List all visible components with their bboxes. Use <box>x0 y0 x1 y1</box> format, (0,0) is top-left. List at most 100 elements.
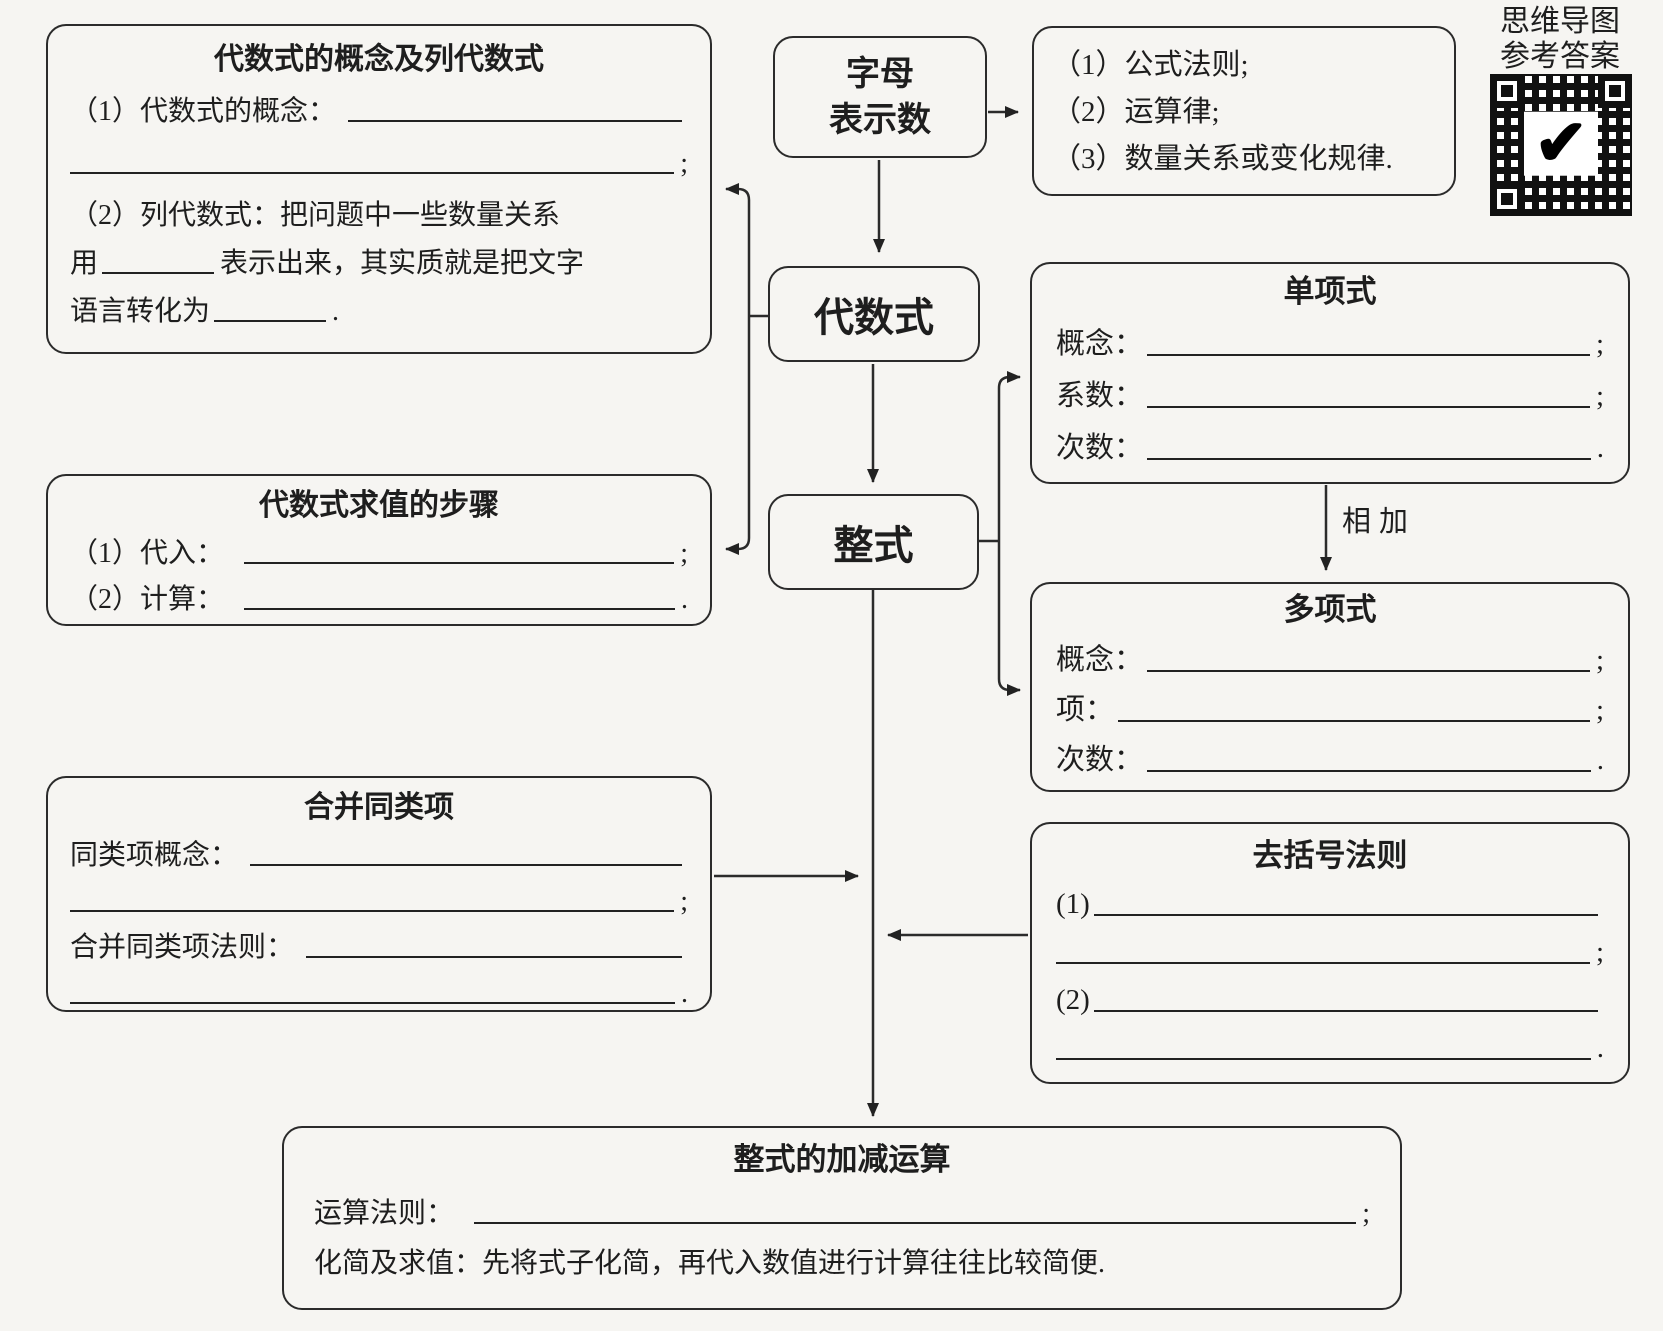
polynomial-row-terms: 项： ; <box>1056 680 1604 730</box>
algebraic-node-label: 代数式 <box>814 296 934 340</box>
eval-line-substitute-punct: ; <box>680 537 688 569</box>
monomial-row-concept-punct: ; <box>1595 328 1604 361</box>
qr-caption-line2: 参考答案 <box>1500 40 1620 73</box>
fill-in-blank <box>1093 1010 1598 1012</box>
monomial-row-degree-label: 次数： <box>1056 432 1144 465</box>
addsub-line-rules: 运算法则： ; <box>314 1180 1370 1232</box>
brackets-line-1: (1) <box>1056 876 1604 924</box>
arrow-integral-to-monomial <box>997 371 1021 541</box>
combine-line-3: 合并同类项法则： <box>70 920 688 966</box>
brackets-box: 去括号法则 (1) ; (2) . <box>1030 822 1630 1084</box>
fill-in-blank <box>1056 962 1590 964</box>
eval-line-substitute-label: （1）代入： <box>70 537 225 569</box>
polynomial-row-degree-punct: . <box>1596 744 1604 777</box>
addsub-box: 整式的加减运算 运算法则： ; 化简及求值：先将式子化简，再代入数值进行计算往往… <box>282 1126 1402 1310</box>
brackets-line-2: ; <box>1056 924 1604 972</box>
monomial-row-coefficient-punct: ; <box>1595 380 1604 413</box>
rules-item-2: （2）运算律; <box>1052 96 1220 128</box>
concept-box: 代数式的概念及列代数式 （1）代数式的概念： ; （2）列代数式：把问题中一些数… <box>46 24 712 354</box>
fill-in-blank <box>348 120 682 122</box>
concept-line-4: 用 表示出来，其实质就是把文字 <box>70 234 688 282</box>
concept-line-3: （2）列代数式：把问题中一些数量关系 <box>70 182 688 234</box>
concept-box-title: 代数式的概念及列代数式 <box>214 43 544 76</box>
qr-finder-icon <box>1490 182 1524 216</box>
arrow-algebraic-to-eval <box>725 316 751 555</box>
qr-caption: 思维导图 参考答案 <box>1462 4 1658 74</box>
eval-box-title: 代数式求值的步骤 <box>259 489 499 522</box>
polynomial-row-terms-punct: ; <box>1595 694 1604 727</box>
concept-line-5-prefix: 语言转化为 <box>70 295 211 327</box>
brackets-line-3-label: (2) <box>1056 984 1090 1017</box>
brackets-line-3: (2) <box>1056 972 1604 1020</box>
combine-line-3-label: 合并同类项法则： <box>70 931 295 963</box>
fill-in-blank <box>1147 458 1591 460</box>
polynomial-row-terms-label: 项： <box>1056 694 1115 727</box>
eval-line-calculate-label: （2）计算： <box>70 583 225 615</box>
polynomial-box-title: 多项式 <box>1283 592 1377 627</box>
eval-line-calculate: （2）计算： . <box>70 572 688 618</box>
fill-in-blank <box>244 608 675 610</box>
brackets-line-2-punct: ; <box>1595 936 1604 969</box>
concept-line-2: ; <box>70 130 688 182</box>
monomial-row-concept-label: 概念： <box>1056 328 1144 361</box>
rules-item-3: （3）数量关系或变化规律. <box>1052 143 1393 175</box>
fill-in-blank <box>1118 720 1590 722</box>
monomial-row-degree: 次数： . <box>1056 416 1604 468</box>
concept-line-5-punct: . <box>332 295 340 327</box>
fill-in-blank <box>1147 670 1590 672</box>
addsub-box-title: 整式的加减运算 <box>733 1142 951 1177</box>
qr-code: ✔ <box>1490 74 1632 216</box>
monomial-row-degree-punct: . <box>1596 432 1604 465</box>
combine-line-4-punct: . <box>681 977 688 1009</box>
eval-line-substitute: （1）代入： ; <box>70 526 688 572</box>
addsub-line-simplify: 化简及求值：先将式子化简，再代入数值进行计算往往比较简便. <box>314 1232 1370 1282</box>
polynomial-row-concept-label: 概念： <box>1056 644 1144 677</box>
edge-label-addition: 相加 <box>1342 506 1417 538</box>
brackets-line-4-punct: . <box>1596 1032 1604 1065</box>
concept-line-1: （1）代数式的概念： <box>70 80 688 130</box>
concept-line-4-suffix: 表示出来，其实质就是把文字 <box>220 247 585 279</box>
addsub-line-simplify-text: 化简及求值：先将式子化简，再代入数值进行计算往往比较简便. <box>314 1247 1106 1279</box>
fill-in-blank <box>244 562 675 564</box>
letters-node: 字母 表示数 <box>773 36 987 158</box>
polynomial-box: 多项式 概念： ; 项： ; 次数： . <box>1030 582 1630 792</box>
fill-in-blank <box>214 320 327 322</box>
brackets-line-4: . <box>1056 1020 1604 1068</box>
addsub-line-rules-punct: ; <box>1362 1197 1370 1229</box>
qr-caption-line1: 思维导图 <box>1500 5 1620 38</box>
algebraic-node: 代数式 <box>768 266 980 362</box>
polynomial-row-concept-punct: ; <box>1595 644 1604 677</box>
fill-in-blank <box>1147 406 1590 408</box>
polynomial-row-degree-label: 次数： <box>1056 744 1144 777</box>
combine-line-2-punct: ; <box>680 885 688 917</box>
concept-line-1-text: （1）代数式的概念： <box>70 95 337 127</box>
combine-line-4: . <box>70 966 688 1012</box>
qr-finder-icon <box>1490 74 1524 108</box>
fill-in-blank <box>1093 914 1598 916</box>
fill-in-blank <box>70 172 675 174</box>
fill-in-blank <box>1056 1058 1591 1060</box>
arrow-integral-to-polynomial <box>997 541 1021 696</box>
fill-in-blank <box>474 1222 1357 1224</box>
combine-line-1: 同类项概念： <box>70 828 688 874</box>
arrow-algebraic-to-concept <box>725 183 751 316</box>
concept-line-2-punct: ; <box>680 147 688 179</box>
monomial-row-coefficient: 系数： ; <box>1056 364 1604 416</box>
fill-in-blank <box>1147 770 1591 772</box>
integral-node-label: 整式 <box>833 524 914 568</box>
polynomial-row-degree: 次数： . <box>1056 730 1604 780</box>
monomial-row-coefficient-label: 系数： <box>1056 380 1144 413</box>
addsub-line-rules-label: 运算法则： <box>314 1197 455 1229</box>
concept-line-4-prefix: 用 <box>70 247 99 279</box>
fill-in-blank <box>70 910 675 912</box>
concept-line-3-text: （2）列代数式：把问题中一些数量关系 <box>70 199 561 231</box>
checkmark-icon: ✔ <box>1524 111 1598 176</box>
rules-box: （1）公式法则; （2）运算律; （3）数量关系或变化规律. <box>1032 26 1456 196</box>
fill-in-blank <box>250 864 682 866</box>
polynomial-row-concept: 概念： ; <box>1056 630 1604 680</box>
monomial-box: 单项式 概念： ; 系数： ; 次数： . <box>1030 262 1630 484</box>
combine-box: 合并同类项 同类项概念： ; 合并同类项法则： . <box>46 776 712 1012</box>
fill-in-blank <box>70 1002 675 1004</box>
